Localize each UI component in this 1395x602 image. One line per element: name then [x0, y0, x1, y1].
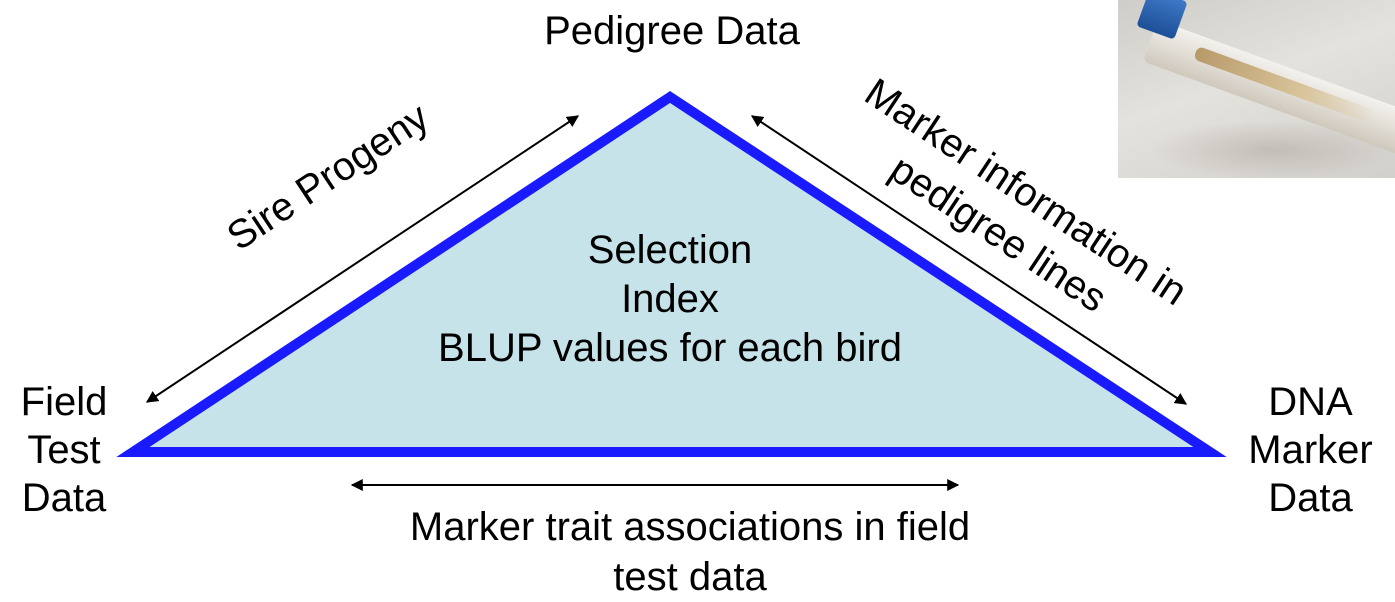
selection-index-line-2: Index [621, 277, 719, 321]
dna-marker-data-line-3: Data [1268, 476, 1353, 520]
dna-marker-data-label: DNA Marker Data [1226, 378, 1395, 522]
field-test-data-line-3: Data [21, 476, 107, 520]
field-test-data-line-2: Test [27, 428, 101, 472]
field-test-data-line-1: Field [20, 380, 108, 424]
selection-index-line-1: Selection [587, 228, 753, 272]
dna-marker-data-line-2: Marker [1248, 428, 1373, 472]
field-test-data-label: Field Test Data [0, 378, 128, 522]
selection-index-label: Selection Index BLUP values for each bir… [360, 226, 980, 373]
marker-trait-line-2: test data [613, 555, 767, 599]
selection-index-line-3: BLUP values for each bird [438, 326, 902, 370]
marker-trait-associations-label: Marker trait associations in field test … [330, 502, 1050, 602]
pedigree-data-label: Pedigree Data [544, 9, 800, 53]
right-edge-arrow [751, 115, 1187, 405]
marker-trait-line-1: Marker trait associations in field [409, 505, 971, 549]
left-edge-arrow [146, 115, 579, 403]
dna-marker-data-line-1: DNA [1268, 380, 1353, 424]
